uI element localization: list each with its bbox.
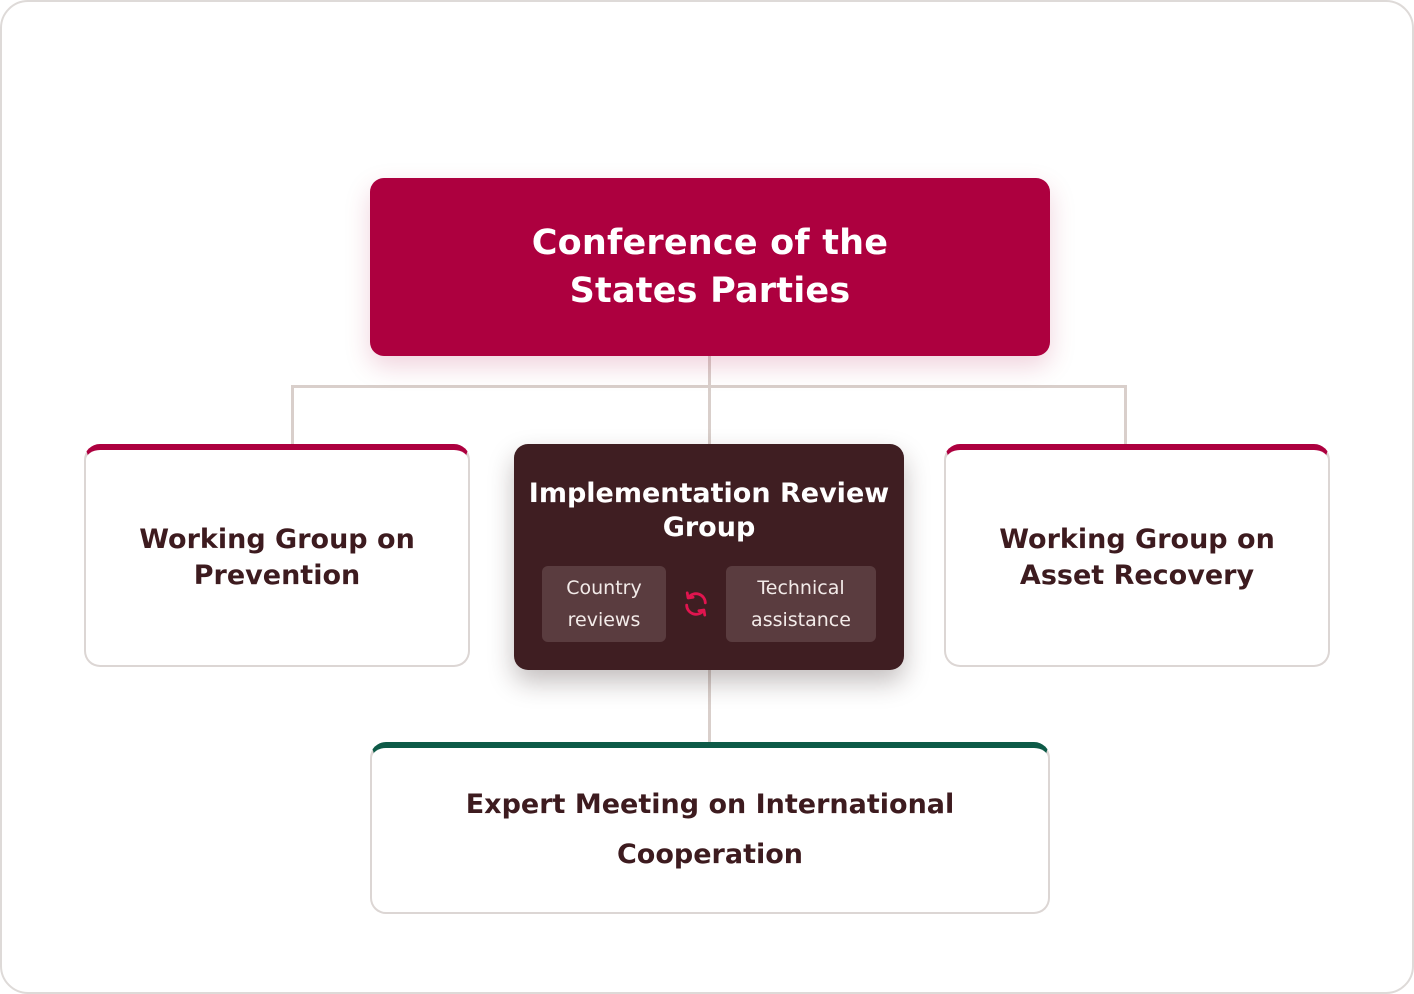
conference-box: Conference of the States Parties [370, 178, 1050, 356]
connector-top-stem [708, 354, 711, 446]
technical-assistance-pill: Technical assistance [726, 566, 876, 642]
conference-title: Conference of the States Parties [531, 223, 889, 311]
connector-left-drop [291, 385, 294, 446]
asset-recovery-title: Working Group on Asset Recovery [999, 523, 1275, 591]
prevention-card: Working Group on Prevention [84, 444, 470, 667]
expert-meeting-card: Expert Meeting on International Cooperat… [370, 742, 1050, 914]
asset-recovery-card: Working Group on Asset Recovery [944, 444, 1330, 667]
connector-bottom-stem [708, 668, 711, 746]
prevention-title: Working Group on Prevention [139, 523, 415, 591]
refresh-icon [685, 591, 707, 617]
country-reviews-label: Country reviews [566, 577, 642, 631]
country-reviews-pill: Country reviews [542, 566, 666, 642]
implementation-review-card: Implementation Review Group Country revi… [514, 444, 904, 670]
expert-meeting-title: Expert Meeting on International Cooperat… [465, 789, 955, 870]
technical-assistance-label: Technical assistance [751, 577, 851, 631]
connector-horizontal [291, 385, 1127, 388]
connector-right-drop [1124, 385, 1127, 446]
implementation-review-title: Implementation Review Group [528, 478, 890, 543]
